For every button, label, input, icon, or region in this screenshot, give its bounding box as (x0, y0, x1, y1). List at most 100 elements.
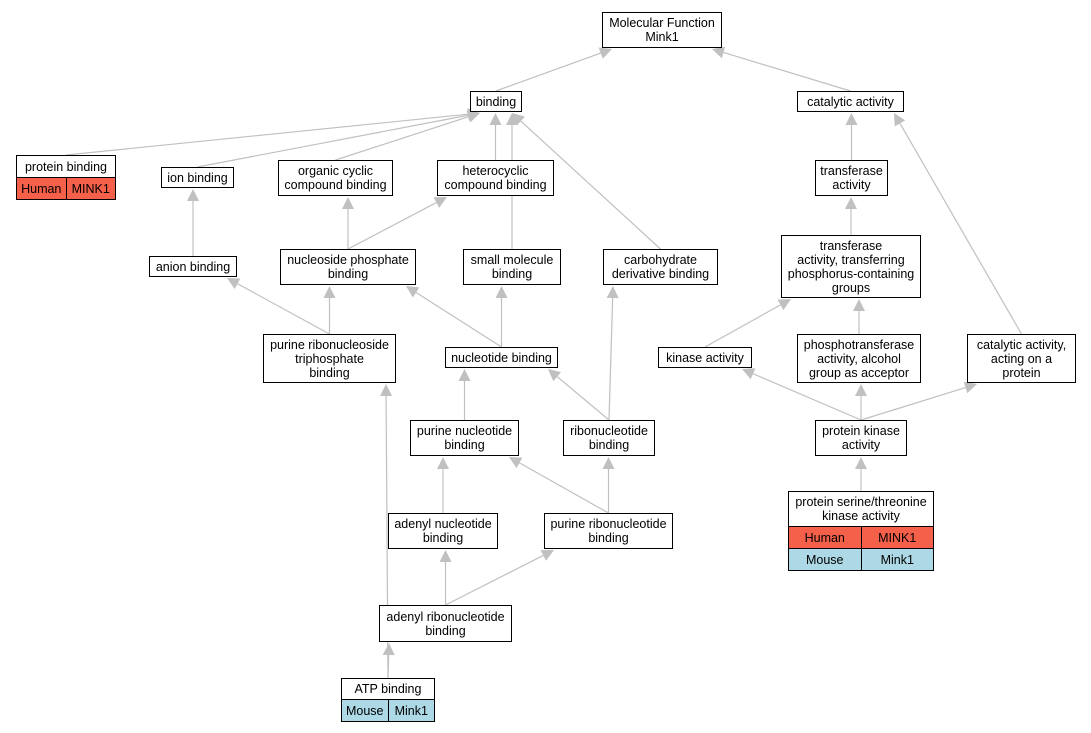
node-label: purine nucleotide binding (416, 424, 513, 452)
node-label: catalytic activity, acting on a protein (976, 337, 1067, 380)
edge-arrowhead (433, 197, 447, 208)
node-small-molecule-binding[interactable]: small molecule binding (463, 249, 561, 285)
annotation-row-human: Human MINK1 (17, 177, 115, 199)
node-kinase-activity[interactable]: kinase activity (658, 347, 752, 368)
node-ribonucleotide-binding[interactable]: ribonucleotide binding (563, 420, 655, 456)
node-purine-ribonucleotide-binding[interactable]: purine ribonucleotide binding (544, 513, 673, 549)
edge-arrowhead (855, 384, 867, 396)
node-ion-binding[interactable]: ion binding (161, 167, 234, 188)
node-molecular-function[interactable]: Molecular Function Mink1 (602, 12, 722, 48)
node-label: ion binding (167, 170, 228, 185)
node-label: kinase activity (666, 350, 744, 365)
edge-arrowhead (406, 286, 420, 298)
node-transferase-activity[interactable]: transferase activity (815, 160, 888, 196)
edge-line (197, 114, 469, 168)
edge-arrowhead (458, 369, 471, 381)
edge-arrowhead (489, 113, 502, 125)
edge-arrowhead (512, 113, 525, 126)
edge-line (899, 123, 1023, 335)
node-label: nucleotide binding (451, 350, 552, 365)
edge-line (519, 462, 609, 514)
edge-arrowhead (380, 384, 393, 397)
edge-line (608, 297, 614, 421)
node-label: ribonucleotide binding (570, 424, 648, 452)
node-label: binding (475, 94, 517, 109)
edge-arrowhead (606, 286, 619, 299)
annotation-row-mouse: Mouse Mink1 (342, 699, 434, 721)
node-label: catalytic activity (807, 94, 894, 109)
node-label: nucleoside phosphate binding (287, 253, 409, 281)
node-phosphotransferase-activity[interactable]: phosphotransferase activity, alcohol gro… (797, 334, 921, 383)
edge-arrowhead (227, 278, 241, 290)
node-label: protein binding (24, 159, 107, 174)
node-label: adenyl ribonucleotide binding (386, 609, 505, 638)
edge-arrowhead (509, 457, 523, 469)
edge-arrowhead (187, 189, 199, 201)
node-nucleotide-binding[interactable]: nucleotide binding (445, 347, 558, 368)
edge-arrowhead (439, 550, 452, 562)
node-label: carbohydrate derivative binding (611, 253, 710, 281)
edge-arrowhead (466, 111, 480, 123)
node-label: small molecule binding (470, 253, 554, 281)
edge-line (335, 116, 469, 161)
node-protein-kinase-activity[interactable]: protein kinase activity (815, 420, 907, 456)
node-label: transferase activity (820, 164, 883, 192)
edge-arrowhead (382, 643, 395, 656)
node-label: purine ribonucleoside triphosphate bindi… (270, 337, 389, 380)
edge-arrowhead (853, 299, 865, 311)
edge-arrowhead (540, 550, 554, 561)
node-catalytic-activity-acting-on-protein[interactable]: catalytic activity, acting on a protein (967, 334, 1076, 383)
species-cell: Mouse (789, 549, 861, 570)
edge-arrowhead (845, 197, 857, 209)
gene-cell: Mink1 (860, 549, 933, 570)
node-anion-binding[interactable]: anion binding (149, 256, 237, 277)
node-nucleoside-phosphate-binding[interactable]: nucleoside phosphate binding (280, 249, 416, 285)
node-label: protein serine/threonine kinase activity (795, 495, 927, 523)
edge-line (415, 291, 502, 348)
node-purine-nucleotide-binding[interactable]: purine nucleotide binding (410, 420, 519, 456)
edge-arrowhead (602, 457, 615, 469)
node-heterocyclic-compound-binding[interactable]: heterocyclic compound binding (437, 160, 554, 196)
gene-cell: MINK1 (65, 178, 115, 199)
edge-arrowhead (894, 113, 906, 127)
node-purine-ribonucleoside-triphosphate-binding[interactable]: purine ribonucleoside triphosphate bindi… (263, 334, 396, 383)
node-catalytic-activity[interactable]: catalytic activity (797, 91, 904, 112)
node-adenyl-ribonucleotide-binding[interactable]: adenyl ribonucleotide binding (379, 605, 512, 642)
node-transferase-transferring-phosphorus-groups[interactable]: transferase activity, transferring phosp… (781, 235, 921, 298)
gene-cell: MINK1 (860, 527, 933, 548)
node-label: purine ribonucleotide binding (550, 517, 667, 545)
annotation-row-mouse: Mouse Mink1 (789, 548, 933, 570)
edge-arrowhead (495, 286, 508, 298)
edge-line (520, 120, 661, 250)
edge-line (752, 373, 862, 421)
edge-arrowhead (598, 47, 612, 59)
node-protein-serine-threonine-kinase-activity[interactable]: protein serine/threonine kinase activity… (788, 491, 934, 571)
node-atp-binding[interactable]: ATP binding Mouse Mink1 (341, 678, 435, 722)
node-protein-binding[interactable]: protein binding Human MINK1 (16, 155, 116, 200)
edge-arrowhead (963, 381, 977, 394)
node-adenyl-nucleotide-binding[interactable]: adenyl nucleotide binding (388, 513, 498, 549)
node-binding[interactable]: binding (470, 91, 522, 112)
node-label: transferase activity, transferring phosp… (787, 238, 915, 295)
node-label: adenyl nucleotide binding (394, 517, 492, 545)
node-label: organic cyclic compound binding (284, 164, 387, 192)
edge-arrowhead (855, 457, 867, 469)
edge-arrowhead (506, 113, 518, 125)
edge-line (723, 51, 851, 92)
edge-arrowhead (712, 46, 726, 59)
edge-arrowhead (342, 197, 354, 209)
edge-line (860, 386, 966, 421)
edge-line (704, 304, 781, 348)
node-organic-cyclic-compound-binding[interactable]: organic cyclic compound binding (278, 160, 393, 196)
edge-arrowhead (845, 113, 858, 125)
gene-cell: Mink1 (387, 700, 434, 721)
species-cell: Human (789, 527, 861, 548)
edge-line (65, 113, 469, 156)
edge-line (237, 283, 330, 335)
node-label: protein kinase activity (822, 424, 900, 452)
node-carbohydrate-derivative-binding[interactable]: carbohydrate derivative binding (603, 249, 718, 285)
edge-line (347, 202, 437, 250)
annotation-row-human: Human MINK1 (789, 526, 933, 548)
edge-arrowhead (742, 368, 756, 380)
